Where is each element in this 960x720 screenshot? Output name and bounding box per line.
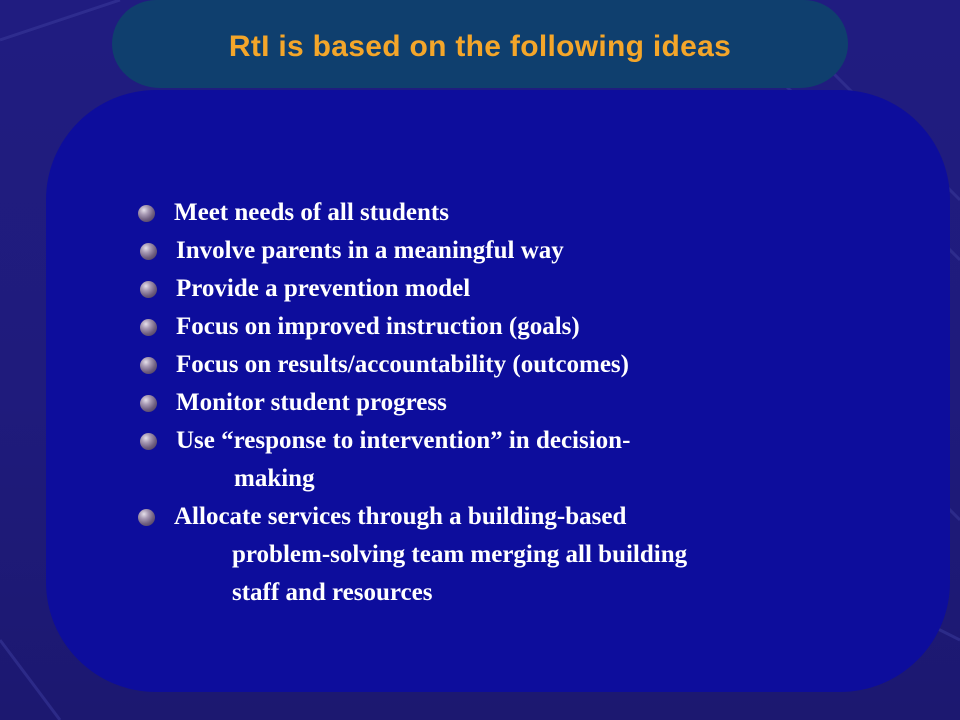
bullet-text-continuation: problem-solving team merging all buildin… [232,541,688,568]
bullet-text-continuation: staff and resources [232,579,433,606]
marble-bullet-icon [140,243,157,260]
bullet-text: Focus on improved instruction (goals) [176,313,580,340]
slide-title: RtI is based on the following ideas [228,30,732,63]
list-item: Focus on improved instruction (goals) [138,308,687,346]
bullet-text: Provide a prevention model [176,275,471,302]
list-item: Allocate services through a building-bas… [138,498,687,612]
marble-bullet-icon [140,281,157,298]
marble-bullet-icon [140,395,157,412]
bullet-text: Monitor student progress [176,389,447,416]
list-item: Provide a prevention model [138,270,687,308]
marble-bullet-icon [138,509,155,526]
bullet-text: Allocate services through a building-bas… [174,503,627,530]
list-item: Meet needs of all students [138,194,687,232]
title-bar: RtI is based on the following ideas [112,0,848,88]
marble-bullet-icon [140,433,157,450]
bullet-text: Meet needs of all students [174,199,449,226]
bullet-text: Involve parents in a meaningful way [176,237,564,264]
list-item: Use “response to intervention” in decisi… [138,422,687,498]
list-item: Involve parents in a meaningful way [138,232,687,270]
list-item: Monitor student progress [138,384,687,422]
bullet-list: Meet needs of all students Involve paren… [138,194,687,612]
bullet-text: Focus on results/accountability (outcome… [176,351,629,378]
marble-bullet-icon [140,319,157,336]
content-panel [46,90,950,692]
bullet-text: Use “response to intervention” in decisi… [176,427,631,454]
marble-bullet-icon [138,205,155,222]
bullet-text-continuation: making [234,465,315,492]
marble-bullet-icon [140,357,157,374]
list-item: Focus on results/accountability (outcome… [138,346,687,384]
